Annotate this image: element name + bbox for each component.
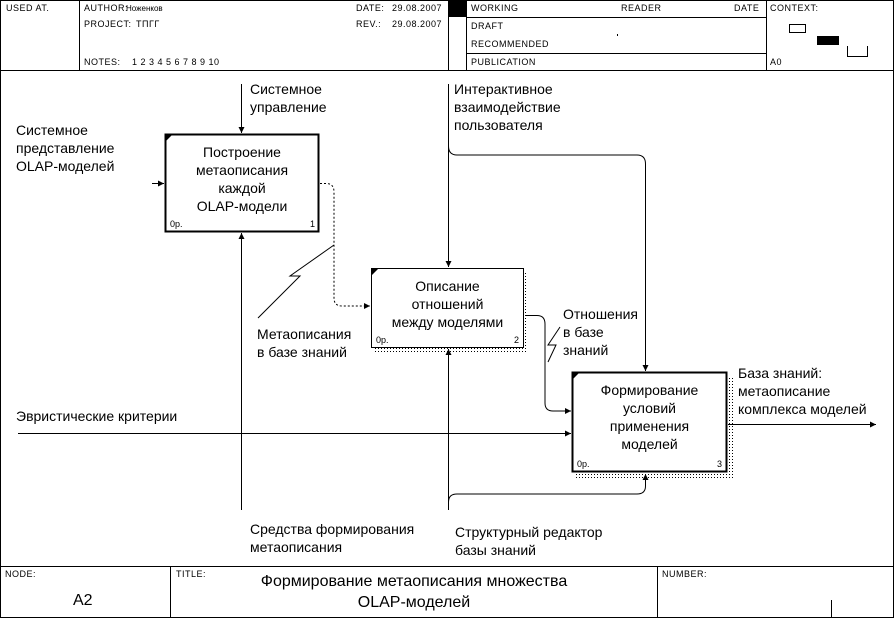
label-relations-kb: Отношения в базе знаний: [563, 306, 638, 358]
number-label: NUMBER:: [662, 569, 708, 579]
box-3-line: условий: [622, 400, 677, 416]
box-3-tag: 0р.: [577, 459, 590, 469]
box-1-line: Построение: [203, 144, 281, 160]
notes-label: NOTES:: [84, 57, 121, 67]
box-1-text: Построение метаописания каждой OLAP-моде…: [166, 143, 318, 215]
label-meta-kb: Метаописания в базе знаний: [257, 326, 352, 360]
box-1-line: метаописания: [195, 162, 289, 178]
status-publication: PUBLICATION: [471, 57, 536, 67]
status-recommended: RECOMMENDED: [471, 39, 550, 49]
date-label: DATE:: [356, 3, 385, 13]
project-value: ТПГГ: [136, 19, 160, 29]
reader-label: READER: [621, 3, 662, 13]
box-2-line: между моделями: [391, 314, 504, 330]
arrow-mech-editor-branch: [448, 474, 649, 503]
title-label: TITLE:: [176, 569, 207, 579]
label-input-olap: Системное представление OLAP-моделей: [16, 122, 115, 174]
box-3-line: Формирование: [600, 382, 699, 398]
box-3-line: применения: [609, 418, 690, 434]
context-box-3: [847, 46, 868, 57]
status-working: WORKING: [471, 3, 519, 13]
node-value: A2: [73, 592, 93, 609]
arrow-box1-to-box2: [320, 183, 370, 309]
box-1-number: 1: [310, 219, 316, 229]
rev-label: REV.:: [356, 19, 382, 29]
reader-date-label: DATE: [734, 3, 760, 13]
label-control-system: Системное управление: [250, 81, 327, 115]
date-value: 29.08.2007: [392, 3, 443, 13]
notes-value: 1 2 3 4 5 6 7 8 9 10: [132, 57, 220, 67]
node-label: NODE:: [5, 569, 37, 579]
diagram-title: Формирование метаописания множества OLAP…: [260, 573, 568, 611]
box-2-line: отношений: [411, 296, 484, 312]
box-2-text: Описание отношений между моделями: [372, 277, 523, 331]
project-label: PROJECT:: [84, 19, 132, 29]
context-node: A0: [770, 57, 783, 67]
author-label: AUTHOR:: [84, 3, 128, 13]
arrow-box2-to-box3: [525, 315, 571, 414]
activity-box-2: [371, 268, 524, 348]
status-draft: DRAFT: [471, 21, 504, 31]
context-box-1: [789, 24, 806, 33]
used-at-label: USED AT.: [6, 3, 50, 13]
context-box-2: [817, 36, 839, 45]
author-value: Ноженков: [126, 4, 163, 13]
box-3-text: Формирование условий применения моделей: [573, 381, 726, 453]
box-1-tag: 0р.: [170, 219, 183, 229]
box-1-line: OLAP-модели: [196, 198, 288, 214]
label-mech-meta: Средства формирования метаописания: [250, 521, 415, 555]
activity-box-1: [164, 133, 320, 233]
label-control-interactive: Интерактивное взаимодействие пользовател…: [454, 81, 561, 133]
box-2-tag: 0р.: [376, 335, 389, 345]
box-1-line: каждой: [218, 180, 266, 196]
label-heuristic: Эвристические критерии: [16, 408, 178, 424]
box-3-number: 3: [717, 459, 723, 469]
label-output-kb: База знаний: метаописание комплекса моде…: [738, 365, 867, 417]
arrow-control-interactive-branch: [448, 145, 649, 371]
context-label: CONTEXT:: [770, 3, 819, 13]
box-3-line: моделей: [621, 436, 678, 452]
label-mech-editor: Структурный редактор базы знаний: [455, 524, 603, 558]
activity-box-3: [571, 371, 728, 473]
box-2-number: 2: [514, 335, 520, 345]
squiggle-meta-kb: [257, 244, 335, 319]
rev-value: 29.08.2007: [392, 19, 443, 29]
working-marker: [449, 0, 466, 17]
squiggle-relations-kb: [547, 326, 561, 363]
box-2-line: Описание: [415, 278, 480, 294]
